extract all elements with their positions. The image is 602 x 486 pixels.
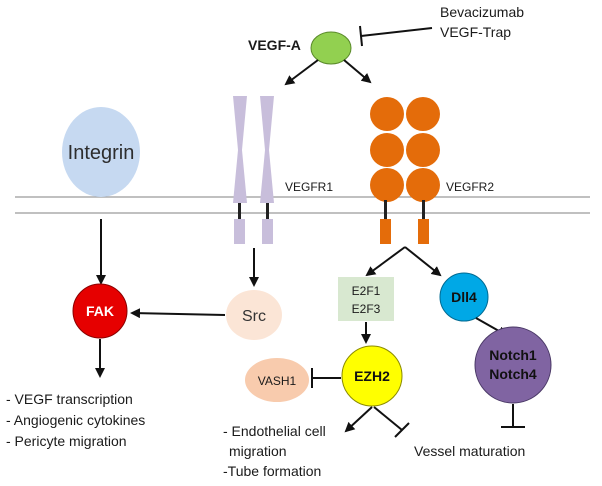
fak-node [72,283,128,339]
dll4-node [439,272,489,322]
arrow-src-to-fak [130,308,226,319]
vegfr2-label: VEGFR2 [446,180,494,194]
arrow-vegfr2-to-dll4 [404,246,442,277]
vegfr1-strand-left [233,96,247,203]
vegfr2-domain-r1 [406,97,440,131]
fak-label: FAK [86,303,114,319]
arrow-vegfa-to-vegfr2 [343,59,372,84]
vegfr2-domain-l2 [370,133,404,167]
vegfr1-tm-left [238,203,241,219]
ezh2-label: EZH2 [354,368,390,384]
integrin-label: Integrin [68,142,135,164]
drug-name-1: Bevacizumab [440,4,524,20]
notch-node [474,326,552,404]
fak-output-1: - VEGF transcription [6,391,133,407]
vessel-maturation-label: Vessel maturation [414,443,525,459]
fak-output-2: - Angiogenic cytokines [6,412,145,428]
e2f-box [338,277,394,321]
ezh2-output-line2: migration [229,443,287,459]
vegfa-label: VEGF-A [248,37,301,53]
vegfr2-domain-r2 [406,133,440,167]
ezh2-output-line1: - Endothelial cell [223,423,326,439]
vegfr2-tm-right [422,200,425,219]
ezh2-inhibits-vessel-line [373,406,403,431]
vegfr1-strand-right [260,96,274,203]
ezh2-inhibits-vessel-bar [394,422,410,438]
vegfr1-tm-right [266,203,269,219]
drug-inhibition-bar [359,25,363,47]
arrow-ezh2-to-migration [344,406,373,433]
vegfr2-domain-l3 [370,168,404,202]
vash1-node [245,358,309,402]
arrow-vegfr2-to-e2f [365,246,406,277]
e2f1-label: E2F1 [352,284,381,298]
vegfr2-kinase-left [380,219,391,244]
vegfr2-domain-r3 [406,168,440,202]
arrow-vegfa-to-vegfr1 [284,59,319,86]
ezh2-output-line3: -Tube formation [223,463,321,479]
drug-name-2: VEGF-Trap [440,24,511,40]
vegfr1-label: VEGFR1 [285,180,333,194]
e2f3-label: E2F3 [352,302,381,316]
vegfr1-kinase-left [234,219,245,244]
src-node [226,290,282,340]
vegfr2-kinase-right [418,219,429,244]
notch4-label: Notch4 [489,366,537,382]
drug-inhibition-line [360,27,433,37]
dll4-label: Dll4 [451,289,477,305]
notch1-label: Notch1 [489,347,537,363]
src-label: Src [242,308,266,325]
vegfr2-domain-l1 [370,97,404,131]
integrin-receptor [62,107,140,197]
vegfr1-kinase-right [262,219,273,244]
vegfr2-tm-left [384,200,387,219]
vash1-label: VASH1 [258,374,297,388]
vegfa-ligand [310,31,352,65]
ezh2-node [341,345,403,407]
fak-output-3: - Pericyte migration [6,433,127,449]
